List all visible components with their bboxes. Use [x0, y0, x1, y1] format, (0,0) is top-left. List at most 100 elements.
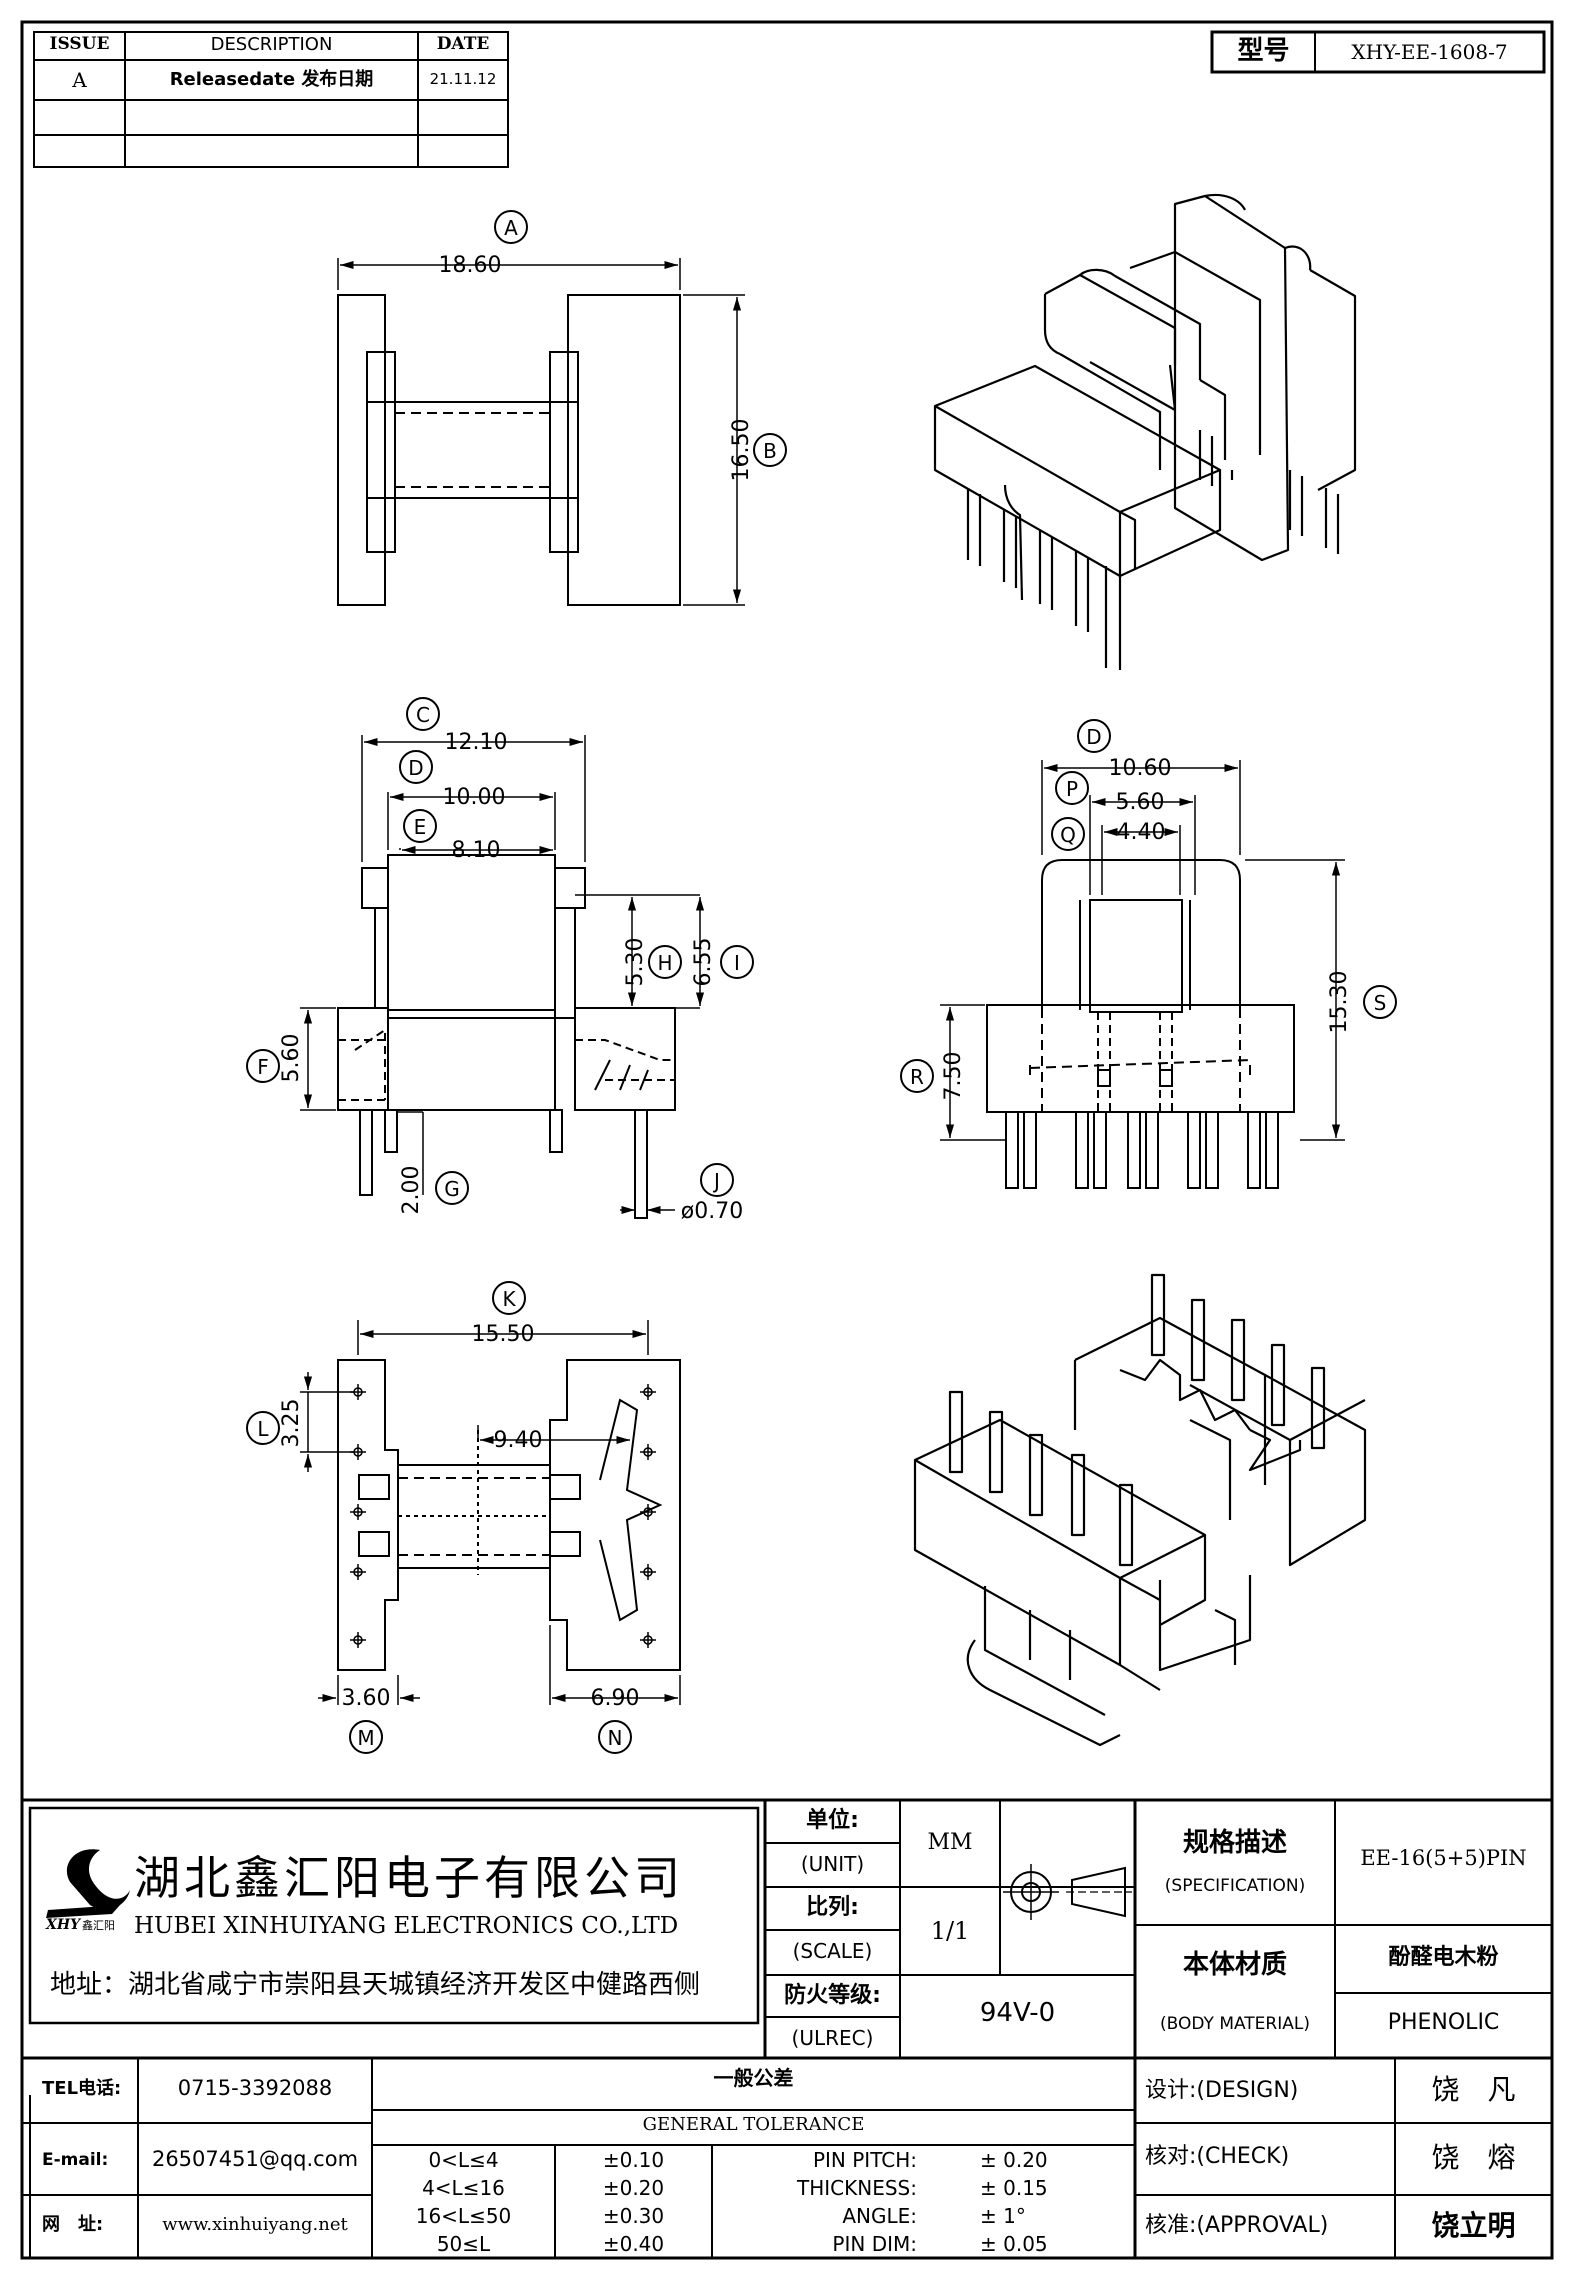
email-label: E-mail: — [42, 2150, 109, 2170]
tol-range-2: 4<L≤16 — [422, 2176, 505, 2200]
dim-J-letter: J — [712, 1169, 720, 1193]
front-view — [900, 719, 1397, 1189]
tol-special-1-value: ± 0.20 — [980, 2148, 1048, 2172]
unit-label: 单位: — [806, 1808, 859, 1833]
title-block-grid — [22, 1798, 1552, 2258]
dim-M-letter: M — [357, 1726, 374, 1750]
dim-D2-letter: D — [1086, 725, 1101, 749]
dim-A-letter: A — [504, 216, 518, 240]
spec-label: 规格描述 — [1182, 1828, 1287, 1858]
logo-sub: 鑫汇阳 — [82, 1919, 115, 1932]
approval-label: 核准:(APPROVAL) — [1145, 2213, 1329, 2238]
dim-Q-value: 4.40 — [1117, 820, 1166, 845]
tol-special-3-label: ANGLE: — [842, 2204, 917, 2228]
tol-special-4-label: PIN DIM: — [832, 2232, 917, 2256]
rev-description: Releasedate 发布日期 — [169, 69, 374, 90]
model-label: 型号 — [1237, 36, 1290, 66]
scale-label: 比列: — [806, 1895, 859, 1920]
dim-C-letter: C — [416, 703, 430, 727]
dim-N-value: 6.90 — [591, 1686, 640, 1711]
dim-B-letter: B — [763, 439, 777, 463]
check-label: 核对:(CHECK) — [1145, 2144, 1290, 2169]
dim-S-letter: S — [1374, 991, 1387, 1015]
company-address: 地址：湖北省咸宁市崇阳县天城镇经济开发区中健路西侧 — [50, 1970, 701, 2000]
tol-range-3: 16<L≤50 — [415, 2204, 512, 2228]
email-value: 26507451@qq.com — [151, 2147, 359, 2171]
dim-S-value: 15.30 — [1327, 971, 1352, 1034]
side-view — [246, 697, 754, 1219]
dim-inner-value: 9.40 — [494, 1428, 543, 1453]
web-label: 网 址: — [42, 2214, 104, 2235]
tolerance-title-en: GENERAL TOLERANCE — [642, 2114, 865, 2135]
unit-value: MM — [927, 1830, 973, 1855]
spec-label-en: (SPECIFICATION) — [1164, 1876, 1306, 1896]
bottom-view — [246, 1281, 681, 1754]
material-value-en: PHENOLIC — [1387, 2010, 1500, 2035]
company-name-en: HUBEI XINHUIYANG ELECTRONICS CO.,LTD — [134, 1913, 679, 1939]
dim-L-value: 3.25 — [279, 1399, 304, 1448]
material-value-cn: 酚醛电木粉 — [1388, 1945, 1499, 1970]
dim-K-letter: K — [502, 1287, 516, 1311]
tol-range-1: 0<L≤4 — [428, 2148, 499, 2172]
rev-date: 21.11.12 — [429, 70, 497, 88]
dim-L-letter: L — [257, 1417, 269, 1441]
model-box — [1210, 30, 1546, 74]
dim-H-letter: H — [657, 951, 672, 975]
dim-R-letter: R — [910, 1065, 924, 1089]
spec-value: EE-16(5+5)PIN — [1360, 1846, 1527, 1870]
tol-value-2: ±0.20 — [602, 2176, 665, 2200]
dim-I-letter: I — [734, 951, 740, 975]
dim-P-letter: P — [1066, 777, 1078, 801]
iso-view-bottom — [913, 1273, 1367, 1747]
dim-G-letter: G — [444, 1177, 460, 1201]
dim-P-value: 5.60 — [1116, 790, 1165, 815]
design-label: 设计:(DESIGN) — [1145, 2078, 1299, 2103]
revision-table-grid — [33, 31, 509, 168]
dim-F-value: 5.60 — [279, 1034, 304, 1083]
material-label: 本体材质 — [1182, 1950, 1287, 1980]
fire-value: 94V-0 — [979, 1998, 1056, 2028]
dim-J-value: ø0.70 — [681, 1199, 743, 1224]
dimension-texts: 18.60 A 16.50 B 12.10 C 10.00 D 8.10 E 5… — [257, 216, 1386, 1750]
company-name-cn: 湖北鑫汇阳电子有限公司 — [134, 1851, 684, 1905]
dim-B-value: 16.50 — [729, 419, 754, 482]
tel-label: TEL电话: — [42, 2078, 122, 2099]
scale-label-en: (SCALE) — [792, 1939, 873, 1963]
rev-header-issue: ISSUE — [49, 34, 110, 54]
rev-header-description: DESCRIPTION — [210, 34, 333, 55]
tol-special-2-value: ± 0.15 — [980, 2176, 1048, 2200]
dim-C-value: 12.10 — [445, 730, 508, 755]
web-value: www.xinhuiyang.net — [162, 2214, 348, 2235]
fire-label: 防火等级: — [784, 1983, 881, 2008]
dim-I-value: 6.55 — [691, 938, 716, 987]
tel-value: 0715-3392088 — [177, 2076, 333, 2100]
rev-header-date: DATE — [436, 34, 490, 54]
scale-value: 1/1 — [930, 1917, 970, 1945]
dim-N-letter: N — [608, 1726, 623, 1750]
company-logo — [46, 1849, 130, 1918]
dim-D2-value: 10.60 — [1109, 756, 1172, 781]
rev-issue: A — [72, 68, 87, 92]
dim-H-value: 5.30 — [623, 938, 648, 987]
dim-K-value: 15.50 — [472, 1322, 535, 1347]
tol-value-4: ±0.40 — [602, 2232, 665, 2256]
dim-E-letter: E — [414, 815, 427, 839]
tol-special-2-label: THICKNESS: — [797, 2176, 917, 2200]
logo-text: XHY — [46, 1917, 81, 1933]
tol-range-4: 50≤L — [436, 2232, 491, 2256]
tol-special-1-label: PIN PITCH: — [812, 2148, 917, 2172]
dim-R-value: 7.50 — [941, 1052, 966, 1101]
approval-name: 饶立明 — [1431, 2209, 1516, 2242]
tol-special-3-value: ± 1° — [980, 2204, 1026, 2228]
dim-E-value: 8.10 — [452, 838, 501, 863]
tol-value-3: ±0.30 — [602, 2204, 665, 2228]
design-name: 饶 凡 — [1431, 2073, 1516, 2106]
tol-special-4-value: ± 0.05 — [980, 2232, 1048, 2256]
fire-label-en: (ULREC) — [791, 2026, 874, 2050]
dim-Q-letter: Q — [1060, 823, 1076, 847]
model-value: XHY-EE-1608-7 — [1351, 40, 1508, 64]
tolerance-title-cn: 一般公差 — [713, 2066, 794, 2090]
iso-view-top — [933, 193, 1357, 670]
